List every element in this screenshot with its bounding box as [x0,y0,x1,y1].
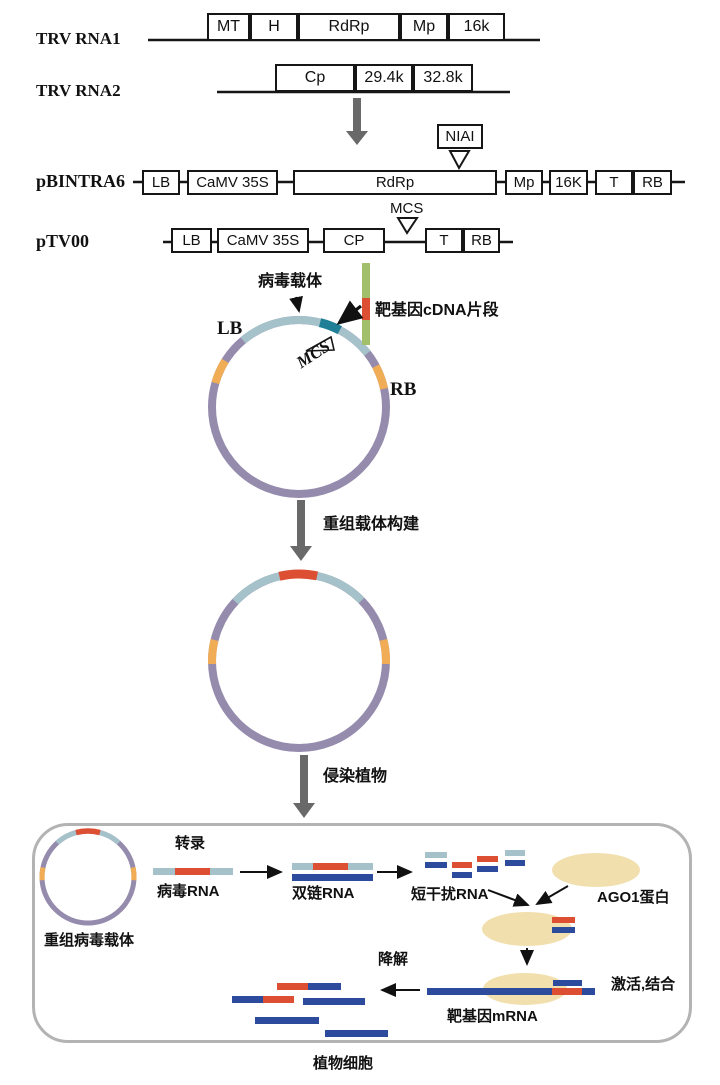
down-arrow-icon [290,500,312,561]
gene-box-cp: Cp [275,64,355,92]
ago1-protein-ellipse [552,853,640,887]
viral-rna-bar [153,868,233,875]
gene-box-cp2: CP [323,228,385,253]
transcription-label: 转录 [175,835,206,852]
gene-box-16k2: 16K [549,170,588,195]
plasmid-circle-recombinant [207,569,391,753]
gene-box-rb2: RB [463,228,500,253]
ago1-to-risc-arrow [535,885,569,906]
step-infect-label: 侵染植物 [323,768,388,785]
rb-label: RB [390,379,417,400]
sirna-duplexes [425,850,525,878]
lb-label: LB [217,318,243,339]
gene-box-328k: 32.8k [413,64,473,92]
insert-pointer-arrow [336,300,364,325]
viral-rna-label: 病毒RNA [157,883,220,900]
plasmid-circle-empty-vector [207,315,391,499]
gene-box-mt: MT [207,13,250,41]
gene-box-h: H [250,13,298,41]
niai-site-box: NIAI [437,124,483,149]
recombinant-vector-label: 重组病毒载体 [44,932,135,949]
sirna-to-risc-arrow [487,889,530,907]
ago1-label: AGO1蛋白 [597,889,670,906]
gene-box-mp2: Mp [505,170,543,195]
target-mrna-bar [427,980,595,995]
plant-cell-outline [32,823,692,1043]
cdna-insert-label: 靶基因cDNA片段 [375,302,499,319]
mcs-open-triangle [305,335,335,352]
gene-box-mp: Mp [400,13,448,41]
mcs-site-label: MCS [390,200,424,217]
step-construct-label: 重组载体构建 [323,516,420,533]
gene-box-rb: RB [633,170,672,195]
mcs-site-triangle [396,217,419,235]
vector-pointer-arrow [289,295,303,313]
rna1-label: TRV RNA1 [36,29,121,48]
degraded-mrna-fragments [232,983,388,1037]
target-mrna-label: 靶基因mRNA [447,1008,538,1025]
gene-box-camv35s: CaMV 35S [187,170,278,195]
rna2-label: TRV RNA2 [36,81,121,100]
ds-rna-label: 双链RNA [292,885,355,902]
gene-box-294k: 29.4k [355,64,413,92]
gene-box-lb: LB [142,170,180,195]
gene-box-t2: T [425,228,463,253]
down-arrow-icon [346,98,368,145]
ds-rna-bars [292,863,373,881]
sirna-label: 短干扰RNA [411,886,489,903]
vector-label: 病毒载体 [258,273,323,290]
pbintra6-label: pBINTRA6 [36,171,126,191]
plant-cell-label: 植物细胞 [313,1055,374,1072]
gene-box-t: T [595,170,633,195]
risc-complex [482,912,575,946]
gene-box-rdrp2: RdRp [293,170,497,195]
degrade-label: 降解 [378,951,409,968]
gene-box-camv35s2: CaMV 35S [217,228,309,253]
gene-box-lb2: LB [171,228,212,253]
activate-label: 激活,结合 [611,976,676,993]
niai-site-triangle [448,150,471,171]
cdna-fragment-bar [362,263,370,345]
down-arrow-icon [293,755,315,818]
gene-box-16k: 16k [448,13,505,41]
gene-box-rdrp: RdRp [298,13,400,41]
ptv00-label: pTV00 [36,231,90,251]
